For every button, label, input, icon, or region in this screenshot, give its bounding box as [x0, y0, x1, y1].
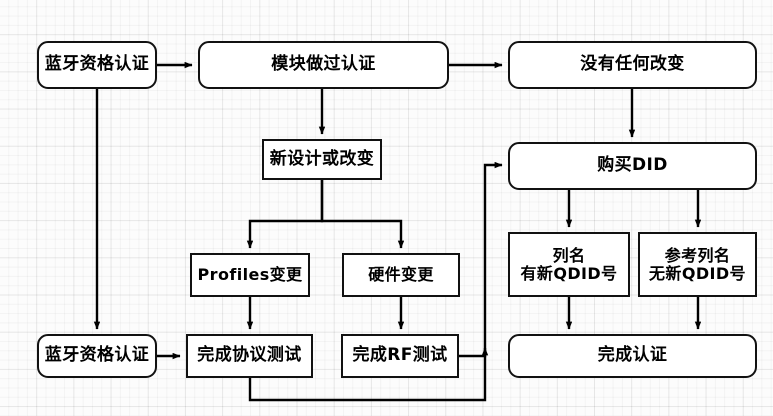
node-no-change[interactable]: 没有任何改变 — [508, 41, 757, 89]
node-bluetooth-qualification-bottom[interactable]: 蓝牙资格认证 — [37, 334, 157, 378]
node-label: 模块做过认证 — [271, 54, 376, 75]
node-hardware-change[interactable]: 硬件变更 — [342, 253, 460, 297]
node-label: 硬件变更 — [368, 265, 434, 285]
node-label: 参考列名 无新QDID号 — [649, 245, 746, 283]
node-profiles-change[interactable]: Profiles变更 — [190, 253, 310, 297]
node-protocol-test-complete[interactable]: 完成协议测试 — [186, 334, 313, 378]
node-label: 列名 有新QDID号 — [520, 245, 618, 283]
node-certification-complete[interactable]: 完成认证 — [508, 334, 757, 378]
node-label: 完成协议测试 — [197, 345, 302, 366]
node-module-certified[interactable]: 模块做过认证 — [198, 41, 449, 89]
node-listed-with-new-qdid[interactable]: 列名 有新QDID号 — [508, 232, 630, 297]
node-label: 完成RF测试 — [352, 345, 448, 366]
edge-rftest-to-buydid — [459, 347, 489, 358]
node-new-design-or-change[interactable]: 新设计或改变 — [262, 139, 382, 180]
edge-newdesign-to-profileschange — [246, 180, 324, 249]
node-bluetooth-qualification-top[interactable]: 蓝牙资格认证 — [37, 41, 157, 89]
node-reference-listed-no-new-qdid[interactable]: 参考列名 无新QDID号 — [638, 232, 757, 297]
node-rf-test-complete[interactable]: 完成RF测试 — [341, 334, 459, 378]
node-label: 购买DID — [597, 155, 668, 176]
node-label: Profiles变更 — [197, 265, 303, 285]
node-label: 完成认证 — [597, 345, 668, 366]
node-label: 没有任何改变 — [580, 54, 685, 75]
edge-newdesign-to-hardwarechange — [320, 180, 405, 249]
node-label: 蓝牙资格认证 — [44, 54, 150, 75]
node-buy-did[interactable]: 购买DID — [508, 142, 757, 190]
node-label: 蓝牙资格认证 — [44, 345, 150, 366]
node-label: 新设计或改变 — [269, 148, 375, 169]
